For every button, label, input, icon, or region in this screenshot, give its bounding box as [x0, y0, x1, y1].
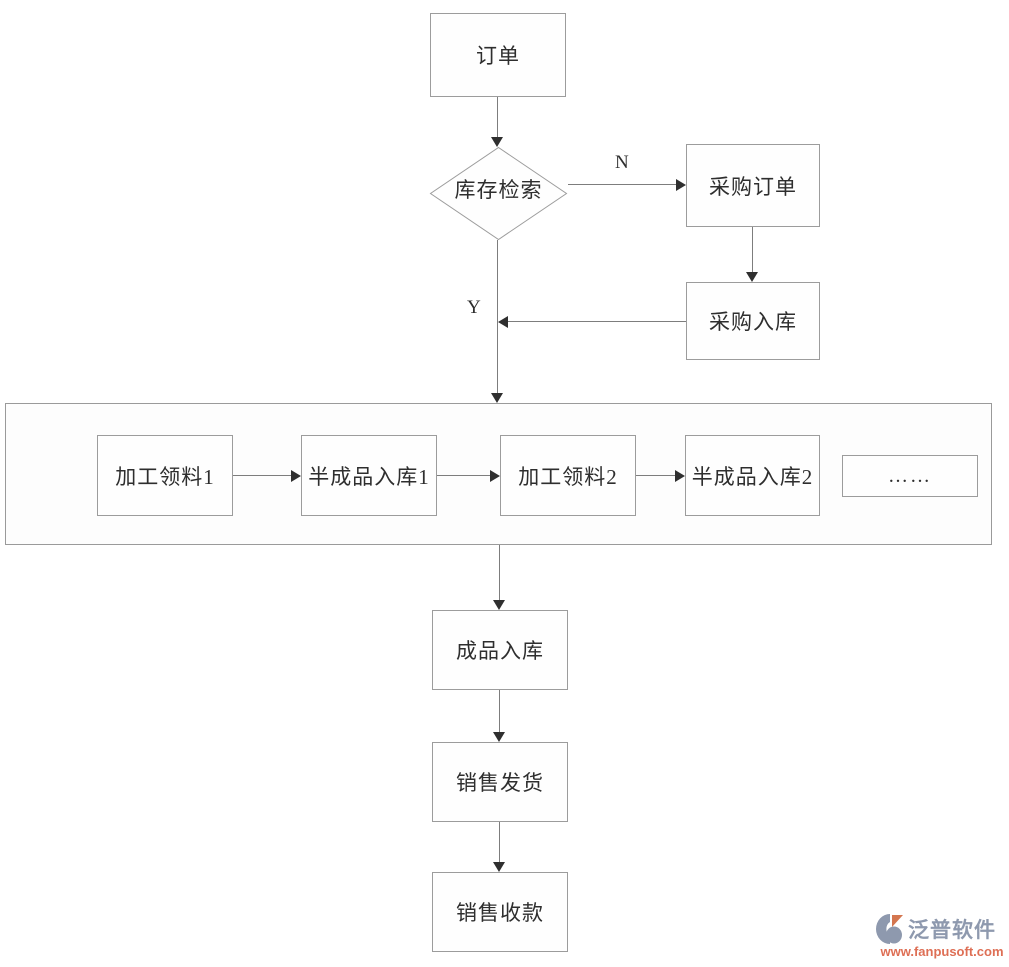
watermark-url-text: www.fanpusoft.com: [880, 944, 1004, 959]
node-sales-collection-label: 销售收款: [456, 901, 544, 925]
arrowhead-right-icon: [675, 470, 685, 482]
node-purchase-order: 采购订单: [686, 144, 820, 227]
arrowhead-left-icon: [498, 316, 508, 328]
node-process-pick-1: 加工领料1: [97, 435, 233, 516]
arrowhead-right-icon: [291, 470, 301, 482]
connector-order-to-check: [497, 97, 498, 138]
node-purchase-order-label: 采购订单: [709, 174, 797, 199]
connector-finished-to-delivery: [499, 690, 500, 732]
connector-check-to-production: [497, 240, 498, 393]
node-order-label: 订单: [476, 44, 520, 68]
arrowhead-down-icon: [491, 393, 503, 403]
node-order: 订单: [430, 13, 566, 97]
arrowhead-down-icon: [493, 732, 505, 742]
node-purchase-inbound: 采购入库: [686, 282, 820, 360]
connector-purchase-inbound-return: [508, 321, 686, 322]
fanpu-watermark: 泛普软件 www.fanpusoft.com: [876, 913, 1008, 959]
node-finished-inbound: 成品入库: [432, 610, 568, 690]
fanpu-logo-icon: [876, 914, 903, 944]
branch-label-yes: Y: [467, 297, 481, 318]
node-process-pick-2-label: 加工领料2: [518, 464, 618, 489]
arrowhead-down-icon: [493, 862, 505, 872]
connector-purchase-order-to-inbound: [752, 227, 753, 272]
node-semi-finished-in-2: 半成品入库2: [685, 435, 820, 516]
diamond-shape: [429, 146, 568, 241]
node-semi-finished-in-1-label: 半成品入库1: [308, 464, 430, 489]
arrowhead-down-icon: [491, 137, 503, 147]
arrowhead-right-icon: [490, 470, 500, 482]
node-process-pick-1-label: 加工领料1: [115, 464, 215, 489]
watermark-brand-text: 泛普软件: [908, 918, 996, 942]
node-semi-finished-in-2-label: 半成品入库2: [691, 464, 814, 489]
connector-delivery-to-collection: [499, 822, 500, 862]
arrowhead-down-icon: [746, 272, 758, 282]
arrowhead-down-icon: [493, 600, 505, 610]
node-sales-delivery-label: 销售发货: [456, 771, 544, 795]
node-process-pick-2: 加工领料2: [500, 435, 636, 516]
node-more-stages: ……: [842, 455, 978, 497]
node-finished-inbound-label: 成品入库: [456, 639, 544, 663]
connector-pick2-to-semi2: [636, 475, 675, 476]
branch-label-no: N: [615, 152, 629, 173]
connector-pick1-to-semi1: [233, 475, 291, 476]
connector-check-to-purchase-order: [568, 184, 676, 185]
node-sales-delivery: 销售发货: [432, 742, 568, 822]
arrowhead-right-icon: [676, 179, 686, 191]
connector-production-to-finished: [499, 545, 500, 600]
node-semi-finished-in-1: 半成品入库1: [301, 435, 437, 516]
node-inventory-check: 库存检索: [429, 146, 568, 241]
node-more-stages-label: ……: [888, 464, 932, 487]
node-inventory-check-label: 库存检索: [454, 177, 543, 202]
node-sales-collection: 销售收款: [432, 872, 568, 952]
node-purchase-inbound-label: 采购入库: [709, 310, 797, 334]
connector-semi1-to-pick2: [437, 475, 490, 476]
